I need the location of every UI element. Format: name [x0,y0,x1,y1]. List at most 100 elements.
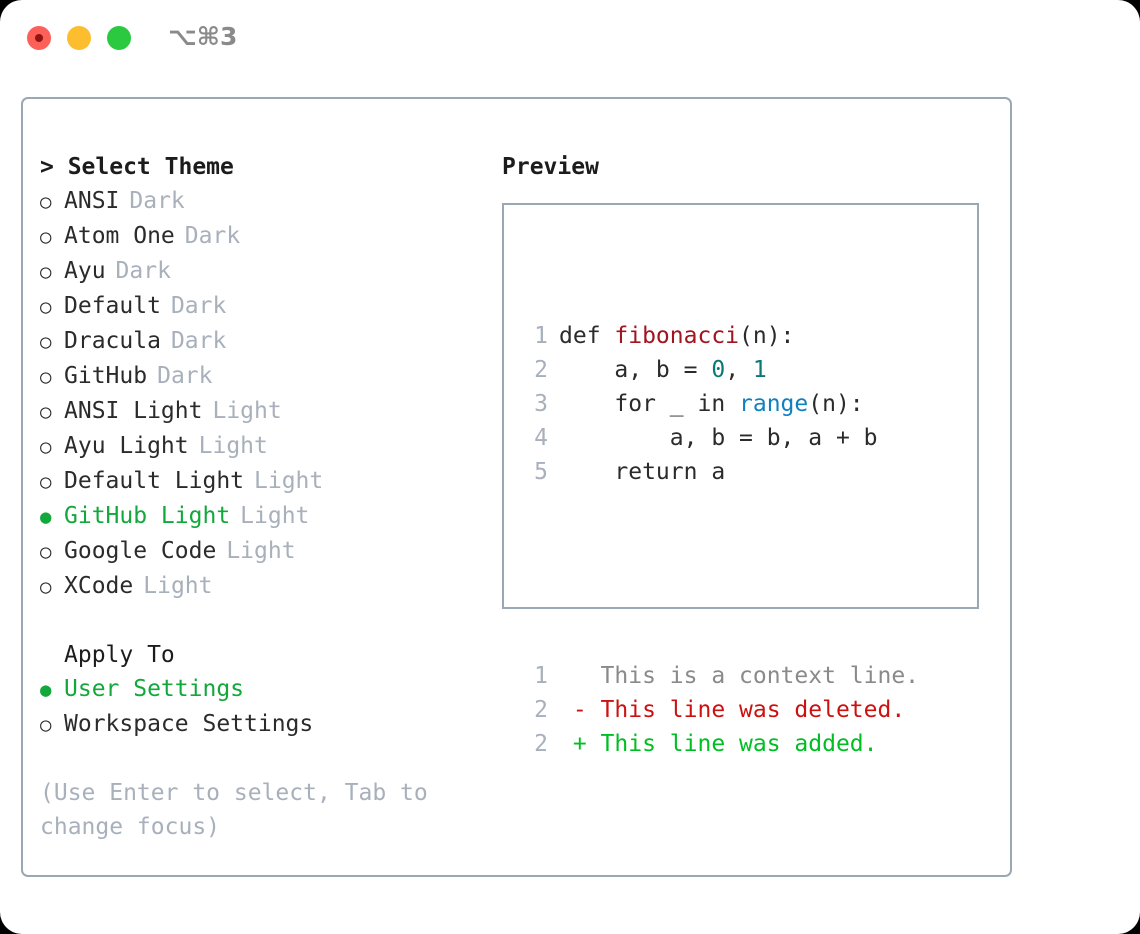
theme-option-label: XCode [64,573,134,599]
diff-line-ctx: 1 This is a context line. [522,659,919,693]
preview-column: Preview [502,150,1002,184]
theme-option-kind: Dark [115,258,171,284]
code-diff-gap [522,557,919,591]
close-window-button[interactable] [27,26,51,50]
line-number: 5 [534,459,548,485]
theme-option-label: Google Code [64,538,217,564]
diff-sample: 1 This is a context line.2 - This line w… [522,659,919,761]
theme-option-ansi-light[interactable]: ○ ANSI Light Light [40,394,490,429]
radio-unselected-icon: ○ [40,541,52,563]
radio-unselected-icon: ○ [40,191,52,213]
code-token-plain: a, b = [559,357,712,383]
theme-option-kind: Light [226,538,296,564]
apply-to-option-label: Workspace Settings [64,711,314,737]
radio-unselected-icon: ○ [40,366,52,388]
theme-option-kind: Dark [170,328,227,354]
code-token-num: 1 [752,357,767,383]
diff-line-text: - This line was deleted. [559,697,906,723]
radio-unselected-icon: ○ [40,261,52,283]
theme-option-kind: Light [254,468,324,494]
radio-unselected-icon: ○ [40,331,52,353]
theme-option-kind: Dark [157,363,213,389]
theme-option-default[interactable]: ○ Default Dark [40,289,490,324]
code-token-plain: for _ in [559,391,740,417]
code-token-num: 0 [711,357,726,383]
radio-unselected-icon: ○ [40,471,52,493]
line-number: 2 [534,357,548,383]
help-hint-text: (Use Enter to select, Tab to change focu… [40,780,442,840]
code-token-plain: , [725,357,753,383]
radio-selected-icon: ● [40,679,52,701]
theme-option-label: Default [64,293,161,319]
apply-to-option-label: User Settings [64,676,245,702]
diff-line-text: + This line was added. [559,731,878,757]
code-token-plain: return a [559,459,726,485]
theme-option-label: GitHub Light [64,503,231,529]
theme-picker-heading: > Select Theme [40,154,234,180]
apply-to-list: ● User Settings ○ Workspace Settings [40,672,490,742]
radio-unselected-icon: ○ [40,401,52,423]
line-number: 3 [534,391,548,417]
minimize-window-button[interactable] [67,26,91,50]
line-number: 1 [534,663,548,689]
theme-option-kind: Dark [184,223,241,249]
list-spacer [40,604,490,638]
code-token-call: range [739,391,809,417]
preview-heading: Preview [502,154,599,180]
code-token-plain: (n): [739,323,795,349]
theme-option-label: Default Light [64,468,245,494]
code-token-fn: fibonacci [614,323,740,349]
theme-option-atom-one[interactable]: ○ Atom One Dark [40,219,490,254]
theme-option-google-code[interactable]: ○ Google Code Light [40,534,490,569]
apply-to-option-workspace-settings[interactable]: ○ Workspace Settings [40,707,490,742]
theme-option-kind: Light [198,433,268,459]
theme-option-kind: Light [212,398,282,424]
theme-option-kind: Dark [170,293,227,319]
diff-line-add: 2 + This line was added. [522,727,919,761]
code-line: 3 for _ in range(n): [522,387,919,421]
keyboard-shortcut-label: ⌥⌘3 [168,22,238,51]
theme-option-default-light[interactable]: ○ Default Light Light [40,464,490,499]
theme-option-ayu[interactable]: ○ Ayu Dark [40,254,490,289]
radio-unselected-icon: ○ [40,576,52,598]
theme-option-github[interactable]: ○ GitHub Dark [40,359,490,394]
radio-unselected-icon: ○ [40,436,52,458]
radio-selected-icon: ● [40,506,52,528]
theme-option-label: GitHub [64,363,148,389]
line-number: 2 [534,697,548,723]
code-token-plain: a, b = b, a + b [559,425,878,451]
code-line-text: return a [559,455,725,489]
code-line: 1 def fibonacci(n): [522,319,919,353]
diff-line-del: 2 - This line was deleted. [522,693,919,727]
radio-unselected-icon: ○ [40,226,52,248]
maximize-window-button[interactable] [107,26,131,50]
code-line-text: a, b = 0, 1 [559,353,767,387]
apply-to-option-user-settings[interactable]: ● User Settings [40,672,490,707]
theme-option-label: Ayu [64,258,106,284]
apply-to-heading: Apply To [64,642,175,668]
line-number: 1 [534,323,548,349]
theme-option-label: ANSI Light [64,398,203,424]
theme-option-label: Atom One [64,223,175,249]
theme-option-label: Dracula [64,328,161,354]
code-line-text: a, b = b, a + b [559,421,878,455]
line-number: 4 [534,425,548,451]
theme-option-label: ANSI [64,188,120,214]
code-token-plain: def [559,323,615,349]
help-spacer [40,742,490,776]
code-line: 2 a, b = 0, 1 [522,353,919,387]
code-token-plain: (n): [808,391,864,417]
radio-unselected-icon: ○ [40,296,52,318]
radio-unselected-icon: ○ [40,714,52,736]
code-line-text: def fibonacci(n): [559,319,794,353]
theme-option-dracula[interactable]: ○ Dracula Dark [40,324,490,359]
